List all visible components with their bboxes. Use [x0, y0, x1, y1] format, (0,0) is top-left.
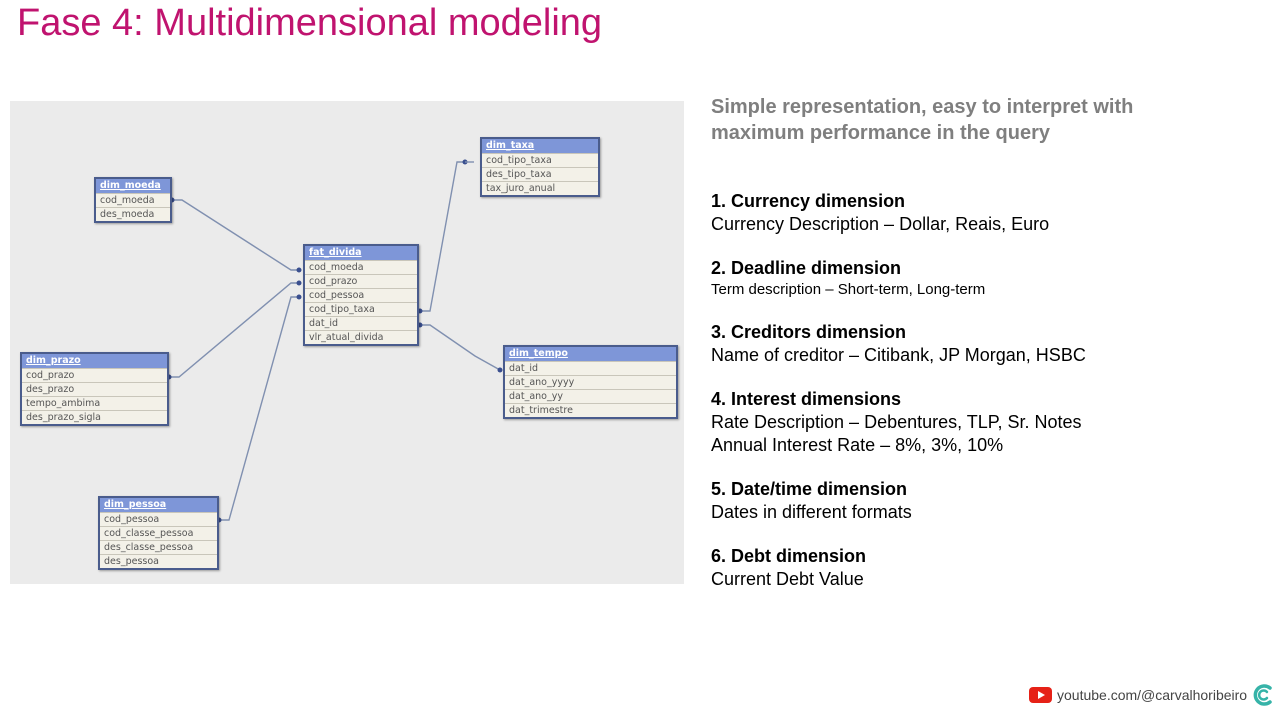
- table-header[interactable]: dim_pessoa: [100, 498, 217, 512]
- dimension-heading: 5. Date/time dimension: [711, 479, 908, 499]
- table-field[interactable]: des_prazo: [22, 382, 167, 396]
- table-field[interactable]: cod_tipo_taxa: [305, 302, 417, 316]
- table-header[interactable]: dim_taxa: [482, 139, 598, 153]
- relationship-line: [169, 282, 299, 378]
- dimension-heading: 2. Deadline dimension: [711, 258, 902, 278]
- footer: youtube.com/@carvalhoribeiro: [1029, 684, 1278, 706]
- table-field[interactable]: des_tipo_taxa: [482, 167, 598, 181]
- table-field[interactable]: cod_prazo: [22, 368, 167, 382]
- c-logo-icon: [1253, 684, 1272, 706]
- table-field[interactable]: des_pessoa: [100, 554, 217, 568]
- table-field[interactable]: cod_moeda: [96, 193, 170, 207]
- table-field[interactable]: tempo_ambima: [22, 396, 167, 410]
- slide-subtitle: Simple representation, easy to interpret…: [711, 96, 1134, 144]
- table-field[interactable]: cod_pessoa: [100, 512, 217, 526]
- youtube-icon[interactable]: [1029, 687, 1052, 703]
- dimension-description: Dates in different formats: [711, 502, 912, 522]
- table-field[interactable]: des_classe_pessoa: [100, 540, 217, 554]
- dimension-description: Annual Interest Rate – 8%, 3%, 10%: [711, 435, 1004, 455]
- relationship-lines: [166, 159, 503, 523]
- description-panel: Simple representation, easy to interpret…: [711, 94, 1231, 612]
- table-header[interactable]: dim_tempo: [505, 347, 676, 361]
- table-field[interactable]: cod_pessoa: [305, 288, 417, 302]
- connector-dot: [296, 294, 302, 300]
- table-field[interactable]: dat_ano_yyyy: [505, 375, 676, 389]
- channel-link[interactable]: youtube.com/@carvalhoribeiro: [1057, 687, 1248, 703]
- table-field[interactable]: tax_juro_anual: [482, 181, 598, 195]
- table-header[interactable]: dim_prazo: [22, 354, 167, 368]
- dimension-description: Rate Description – Debentures, TLP, Sr. …: [711, 412, 1082, 432]
- table-field[interactable]: des_moeda: [96, 207, 170, 221]
- relationship-line: [420, 161, 465, 312]
- table-field[interactable]: des_prazo_sigla: [22, 410, 167, 424]
- dimension-description: Current Debt Value: [711, 569, 864, 589]
- table-field[interactable]: cod_moeda: [305, 260, 417, 274]
- table-header[interactable]: dim_moeda: [96, 179, 170, 193]
- table-header[interactable]: fat_divida: [305, 246, 417, 260]
- table-field[interactable]: dat_trimestre: [505, 403, 676, 417]
- connector-dot: [296, 267, 302, 273]
- dimension-description: Term description – Short-term, Long-term: [711, 281, 986, 298]
- dimension-description: Name of creditor – Citibank, JP Morgan, …: [711, 345, 1086, 365]
- table-field[interactable]: dat_id: [305, 316, 417, 330]
- dimension-heading: 4. Interest dimensions: [711, 389, 902, 409]
- table-field[interactable]: cod_prazo: [305, 274, 417, 288]
- table-field[interactable]: cod_tipo_taxa: [482, 153, 598, 167]
- connector-dot: [296, 280, 302, 286]
- relationship-line: [219, 296, 299, 521]
- relationship-line: [172, 199, 299, 271]
- slide-title: Fase 4: Multidimensional modeling: [17, 2, 603, 44]
- dimension-heading: 3. Creditors dimension: [711, 322, 907, 342]
- dimension-description: Currency Description – Dollar, Reais, Eu…: [711, 214, 1050, 234]
- table-field[interactable]: vlr_atual_divida: [305, 330, 417, 344]
- dimension-heading: 1. Currency dimension: [711, 191, 906, 211]
- table-field[interactable]: cod_classe_pessoa: [100, 526, 217, 540]
- relationship-line: [420, 324, 501, 371]
- table-field[interactable]: dat_id: [505, 361, 676, 375]
- connector-dot: [497, 367, 503, 373]
- table-field[interactable]: dat_ano_yy: [505, 389, 676, 403]
- dimension-heading: 6. Debt dimension: [711, 546, 867, 566]
